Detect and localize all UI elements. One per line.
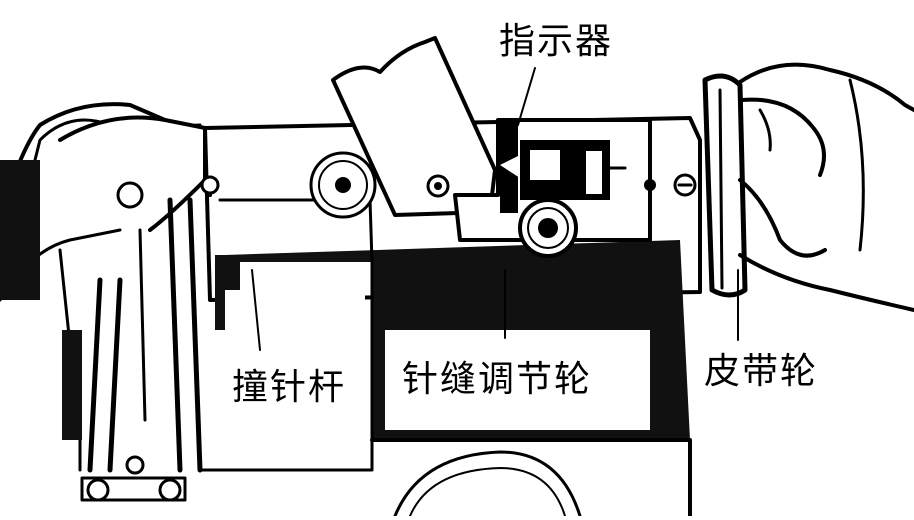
right-screw (673, 173, 697, 197)
stitch-mechanism (453, 118, 656, 258)
ram-rod-arm (58, 115, 220, 502)
right-hand (738, 62, 914, 312)
label-ram-rod: 撞针杆 (228, 368, 351, 408)
left-screw-wheel (309, 151, 377, 219)
label-stitch-wheel: 针缝调节轮 (398, 360, 597, 400)
label-belt-wheel: 皮带轮 (700, 352, 823, 392)
belt-wheel (702, 73, 748, 298)
label-indicator: 指示器 (495, 22, 618, 62)
paper-sheet (331, 36, 497, 217)
leader-lines (251, 67, 739, 351)
